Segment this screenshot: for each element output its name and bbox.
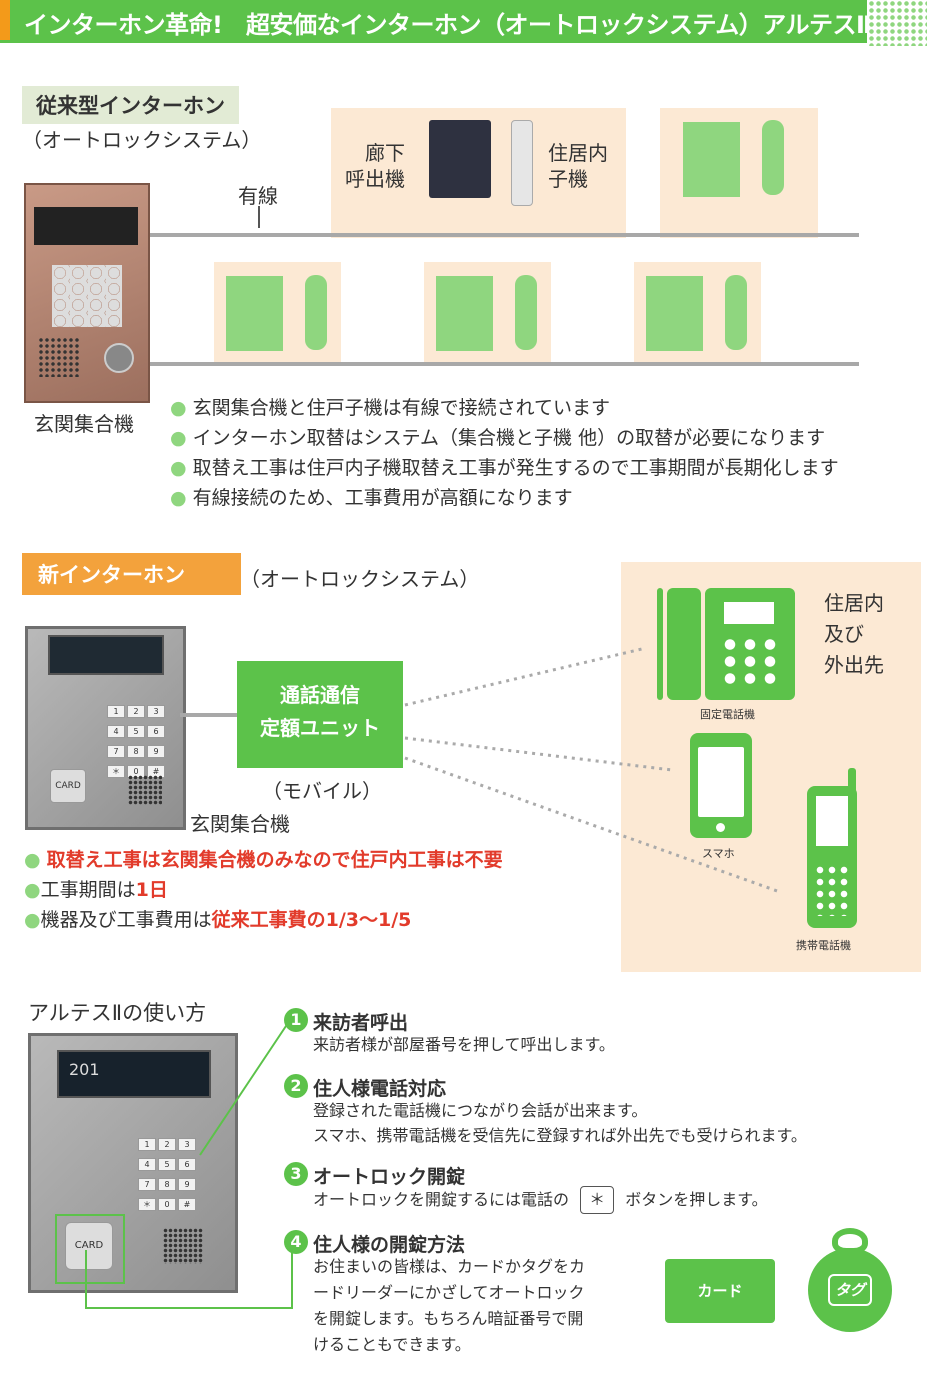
mobile-label: （モバイル） — [262, 779, 382, 803]
card-icon: カード — [665, 1259, 775, 1323]
header-bar — [0, 0, 867, 40]
page-header: インターホン革命! 超安価なインターホン（オートロックシステム）アルテスⅡ — [0, 0, 927, 46]
wire-line-bottom — [145, 362, 859, 366]
old-handset-4 — [725, 275, 747, 350]
old-handset-3 — [515, 275, 537, 350]
old-unit-body-4 — [646, 276, 703, 351]
step-4-body-3: を開錠します。もちろん暗証番号で開 — [313, 1309, 584, 1328]
step-3-title: オートロック開錠 — [313, 1166, 466, 1188]
connection-lines — [404, 646, 781, 894]
wired-label: 有線 — [238, 184, 278, 208]
wire-line-top — [145, 233, 859, 237]
fixed-phone-body — [705, 588, 795, 700]
step-3-badge: 3 — [284, 1162, 308, 1186]
fixed-phone-handset — [667, 588, 701, 700]
indoor-unit-label: 住居内 子機 — [548, 141, 608, 191]
header-dots — [868, 0, 927, 46]
usage-title: アルテスⅡの使い方 — [28, 1001, 207, 1025]
asterisk-key: ＊ — [580, 1186, 615, 1214]
step-3-body: オートロックを開錠するには電話の ＊ ボタンを押します。 — [313, 1186, 768, 1214]
new-wire — [180, 713, 238, 717]
step-2-title: 住人様電話対応 — [313, 1078, 447, 1100]
new-panel-label: 玄関集合機 — [190, 812, 290, 836]
corridor-caller-device — [429, 120, 491, 198]
step-4-body-4: けることもできます。 — [313, 1335, 471, 1354]
old-unit-body-3 — [436, 276, 493, 351]
corridor-caller-label: 廊下 呼出機 — [345, 141, 405, 191]
step-4-badge: 4 — [284, 1230, 308, 1254]
smartphone-label: スマホ — [702, 847, 735, 860]
old-handset-2 — [305, 275, 327, 350]
step-1-badge: 1 — [284, 1008, 308, 1032]
indoor-handset-device — [511, 120, 533, 206]
step-4-body-1: お住まいの皆様は、カードかタグをカ — [313, 1257, 586, 1276]
old-bullet-4: ●有線接続のため、工事費用が高額になります — [170, 487, 573, 509]
old-bullet-1: ●玄関集合機と住戸子機は有線で接続されています — [170, 397, 611, 419]
page-title: インターホン革命! 超安価なインターホン（オートロックシステム）アルテスⅡ — [24, 11, 872, 39]
tag-icon: タグ — [808, 1248, 892, 1332]
step-2-body-2: スマホ、携帯電話機を受信先に登録すれば外出先でも受けられます。 — [313, 1126, 807, 1145]
step-1-body: 来訪者様が部屋番号を押して呼出します。 — [313, 1035, 615, 1054]
header-underline — [0, 40, 867, 43]
mobile-phone-label: 携帯電話機 — [796, 939, 851, 952]
new-system-sub: （オートロックシステム） — [240, 567, 480, 591]
wired-arrow — [258, 206, 260, 228]
old-entrance-panel — [24, 183, 150, 403]
leader-lines — [85, 1019, 293, 1309]
header-accent — [0, 0, 10, 40]
old-unit-body-1 — [683, 122, 740, 197]
old-bullet-2: ●インターホン取替はシステム（集合機と子機 他）の取替が必要になります — [170, 427, 826, 449]
mobile-phone-icon — [807, 786, 857, 928]
step-1-title: 来訪者呼出 — [313, 1012, 409, 1034]
step-2-body-1: 登録された電話機につながり会話が出来ます。 — [313, 1101, 648, 1120]
old-system-label: 従来型インターホン — [22, 86, 239, 124]
step-4-title: 住人様の開錠方法 — [313, 1234, 466, 1256]
step-2-badge: 2 — [284, 1074, 308, 1098]
old-system-sub: （オートロックシステム） — [22, 128, 262, 152]
new-bullet-1: ●取替え工事は玄関集合機のみなので住戸内工事は不要 — [24, 849, 503, 871]
step-4-body-2: ードリーダーにかざしてオートロック — [313, 1283, 585, 1302]
old-unit-body-2 — [226, 276, 283, 351]
destinations-label: 住居内及び外出先 — [824, 591, 884, 677]
mobile-phone-antenna — [848, 768, 856, 798]
old-handset-1 — [762, 120, 784, 195]
new-bullet-3: ●機器及び工事費用は従来工事費の1/3〜1/5 — [24, 909, 412, 931]
new-system-label: 新インターホン — [22, 553, 241, 595]
new-bullet-2: ●工事期間は1日 — [24, 879, 168, 901]
panel-display-number: 201 — [69, 1060, 100, 1079]
fixed-phone-label: 固定電話機 — [700, 708, 755, 721]
fixed-phone-cord — [657, 588, 663, 700]
smartphone-icon — [690, 733, 752, 838]
flat-rate-unit: 通話通信 定額ユニット — [237, 661, 403, 768]
old-panel-label: 玄関集合機 — [34, 412, 134, 436]
old-bullet-3: ●取替え工事は住戸内子機取替え工事が発生するので工事期間が長期化します — [170, 457, 839, 479]
